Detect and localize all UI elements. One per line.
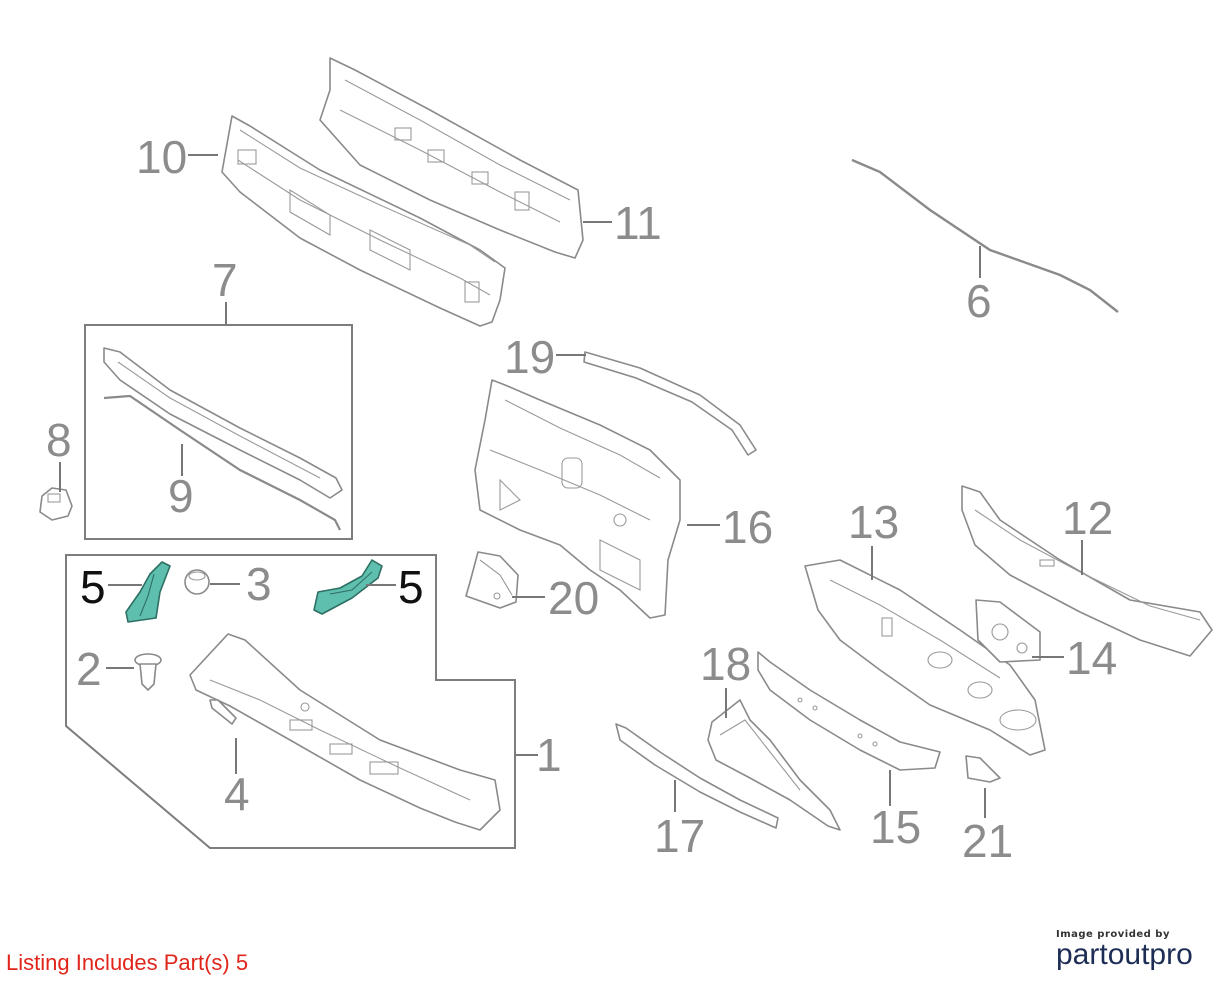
part-11-cowl-top <box>319 57 584 259</box>
part-20-bracket <box>465 551 519 609</box>
callout-4: 4 <box>224 768 250 820</box>
group-7-frame <box>84 324 353 540</box>
callout-5-left: 5 <box>80 561 106 613</box>
leader-lines <box>59 154 1083 818</box>
group-1-frame <box>65 554 516 849</box>
callout-18: 18 <box>700 638 751 690</box>
part-2-clip <box>134 653 162 691</box>
callout-20: 20 <box>548 572 599 624</box>
callout-14: 14 <box>1066 632 1117 684</box>
part-9-seal <box>103 394 341 531</box>
part-15-cross-member <box>757 651 941 771</box>
callout-13: 13 <box>848 496 899 548</box>
logo-text-a: partout <box>1056 938 1150 971</box>
part-14-plate <box>975 599 1041 663</box>
callout-7: 7 <box>212 254 238 306</box>
part-10-cowl-panel <box>221 115 506 327</box>
credit-caption: Image provided by <box>1056 929 1170 940</box>
callout-6: 6 <box>966 275 992 327</box>
callout-15: 15 <box>870 801 921 853</box>
part-13-dash-panel <box>804 559 1046 756</box>
callout-2: 2 <box>76 643 102 695</box>
logo-text-b: pro <box>1149 938 1193 971</box>
part-19-strip <box>583 351 757 456</box>
part-7-cowl-top <box>103 347 343 499</box>
part-18-bracket <box>707 699 841 831</box>
callout-9: 9 <box>168 470 194 522</box>
part-3-grommet <box>184 569 210 595</box>
callout-16: 16 <box>722 501 773 553</box>
part-17-strap <box>615 723 779 829</box>
callout-17: 17 <box>654 810 705 862</box>
part-21-clip <box>965 755 1001 783</box>
listing-note: Listing Includes Part(s) 5 <box>6 950 249 975</box>
callout-11: 11 <box>614 197 662 249</box>
callout-8: 8 <box>46 414 72 466</box>
partoutpro-logo: partoutpro <box>1056 938 1216 972</box>
part-5-seal-left <box>125 561 171 623</box>
part-12-member <box>961 485 1213 657</box>
callout-10: 10 <box>136 131 187 183</box>
callout-19: 19 <box>504 331 555 383</box>
part-5-seal-right <box>313 559 383 615</box>
callout-1: 1 <box>536 729 562 781</box>
part-4-strip <box>209 699 237 725</box>
callout-3: 3 <box>246 558 272 610</box>
part-16-insulator <box>474 379 681 619</box>
callout-12: 12 <box>1062 492 1113 544</box>
part-6-seal <box>851 158 1119 313</box>
part-8-clip <box>39 487 73 521</box>
callout-21: 21 <box>962 815 1013 867</box>
part-1-cowl-cover <box>189 633 501 831</box>
callout-5-right: 5 <box>398 561 424 613</box>
image-credit: Image provided by partoutpro <box>1056 929 1216 972</box>
